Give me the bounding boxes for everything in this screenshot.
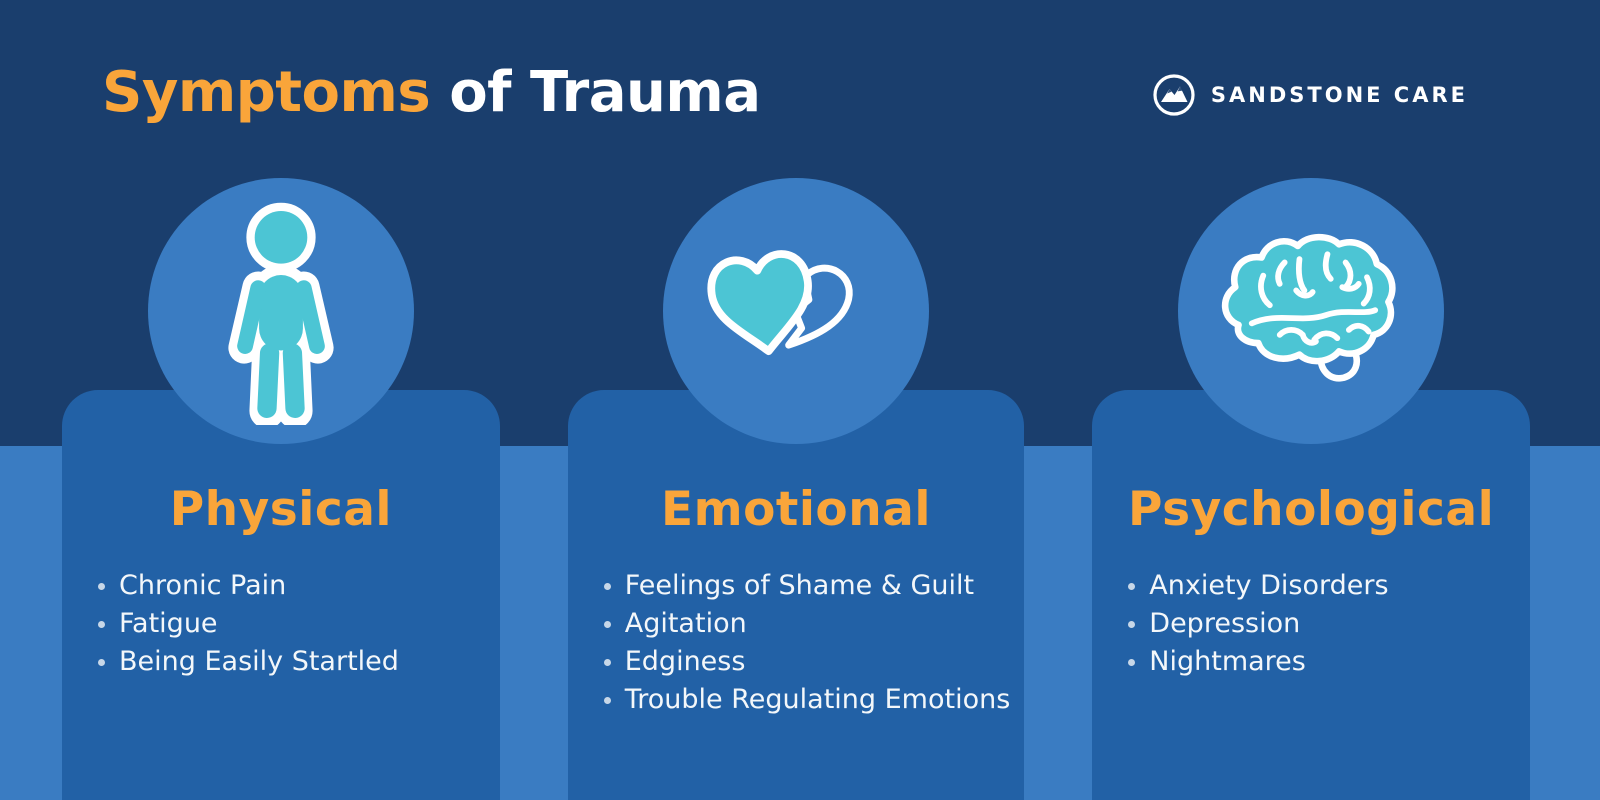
- symptom-item: Chronic Pain: [98, 567, 486, 605]
- page-title: Symptoms of Trauma: [102, 60, 761, 125]
- bullet-dot: [1128, 620, 1136, 628]
- brain-icon: [1204, 220, 1418, 402]
- symptom-item: Being Easily Startled: [98, 643, 486, 681]
- symptom-item: Feelings of Shame & Guilt: [603, 567, 1011, 605]
- bullet-dot: [603, 620, 611, 628]
- bullet-dot: [1128, 582, 1136, 590]
- bullet-dot: [98, 658, 105, 666]
- symptom-item: Anxiety Disorders: [1128, 567, 1516, 605]
- mountain-logo-icon: [1151, 72, 1197, 118]
- symptom-text: Nightmares: [1149, 646, 1306, 677]
- bullet-dot: [1128, 658, 1136, 666]
- brand-name: SANDSTONE CARE: [1210, 83, 1468, 107]
- brand-logo: SANDSTONE CARE: [1151, 72, 1468, 118]
- symptom-item: Edginess: [603, 643, 1011, 681]
- bullet-dot: [603, 658, 611, 666]
- symptom-item: Agitation: [603, 605, 1011, 643]
- card-heading-psychological: Psychological: [1128, 482, 1495, 537]
- symptom-item: Trouble Regulating Emotions: [603, 681, 1011, 719]
- bullet-dot: [98, 582, 105, 590]
- symptom-text: Fatigue: [119, 608, 218, 639]
- symptom-item: Nightmares: [1128, 643, 1516, 681]
- symptom-item: Depression: [1128, 605, 1516, 643]
- card-heading-emotional: Emotional: [660, 482, 932, 537]
- page-title-rest: of Trauma: [449, 60, 761, 125]
- emotional-icon-circle: [663, 178, 929, 444]
- person-icon: [193, 197, 369, 425]
- bullet-dot: [603, 696, 611, 704]
- page-title-highlight: Symptoms: [102, 60, 431, 125]
- symptom-text: Feelings of Shame & Guilt: [624, 570, 975, 601]
- bullet-dot: [98, 620, 105, 628]
- symptom-text: Agitation: [624, 608, 747, 639]
- symptom-text: Trouble Regulating Emotions: [624, 684, 1011, 715]
- symptom-text: Edginess: [624, 646, 746, 677]
- physical-icon-circle: [147, 178, 414, 444]
- broken-heart-icon: [684, 216, 909, 406]
- card-heading-physical: Physical: [169, 482, 393, 537]
- symptom-text: Anxiety Disorders: [1149, 570, 1389, 601]
- psychological-icon-circle: [1178, 178, 1445, 444]
- symptom-text: Being Easily Startled: [119, 646, 399, 677]
- symptom-text: Depression: [1149, 608, 1301, 639]
- symptom-item: Fatigue: [98, 605, 486, 643]
- symptom-text: Chronic Pain: [119, 570, 287, 601]
- bullet-dot: [603, 582, 611, 590]
